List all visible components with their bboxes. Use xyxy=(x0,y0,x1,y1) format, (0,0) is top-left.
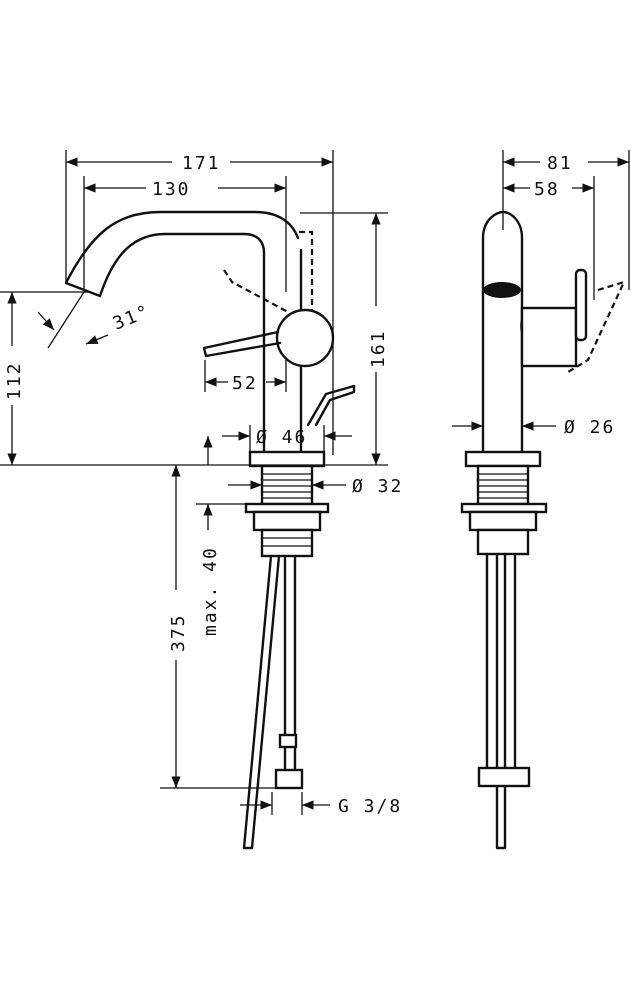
aerator-outlet xyxy=(483,282,521,298)
dim-max-40: max. 40 xyxy=(200,546,221,636)
dim-161: 161 xyxy=(368,329,389,368)
hose-connector xyxy=(274,768,304,790)
supply-hose-angled xyxy=(242,554,281,850)
side-body xyxy=(481,210,524,457)
dim-thread-g38: G 3/8 xyxy=(338,796,402,817)
side-lever xyxy=(574,268,588,342)
dim-112: 112 xyxy=(4,361,25,400)
dim-58: 58 xyxy=(534,179,560,200)
lever-handle xyxy=(202,330,282,358)
lever-hub xyxy=(275,308,335,368)
mounting-plate xyxy=(244,502,330,514)
front-view xyxy=(64,210,356,850)
dimension-annotations: 171 130 161 112 31° 52 Ø 46 Ø xyxy=(0,150,630,817)
dim-130: 130 xyxy=(152,179,191,200)
side-view xyxy=(460,210,627,850)
base-flange xyxy=(248,450,326,468)
dim-375: 375 xyxy=(168,613,189,652)
thread-section xyxy=(260,464,314,506)
dim-diameter-46: Ø 46 xyxy=(256,427,307,448)
dim-171: 171 xyxy=(182,153,221,174)
spout-outline xyxy=(64,210,300,298)
dim-81: 81 xyxy=(547,153,573,174)
lever-up-dashed xyxy=(223,230,314,313)
dim-52: 52 xyxy=(232,373,258,394)
side-lever-dashed xyxy=(567,280,627,373)
dim-diameter-32: Ø 32 xyxy=(352,476,403,497)
dim-diameter-26: Ø 26 xyxy=(564,417,615,438)
dim-31-degrees: 31° xyxy=(110,301,154,335)
body-outline xyxy=(262,248,303,457)
mounting-nut xyxy=(252,510,322,532)
side-lever-housing xyxy=(520,306,578,368)
popup-rod xyxy=(306,384,356,427)
